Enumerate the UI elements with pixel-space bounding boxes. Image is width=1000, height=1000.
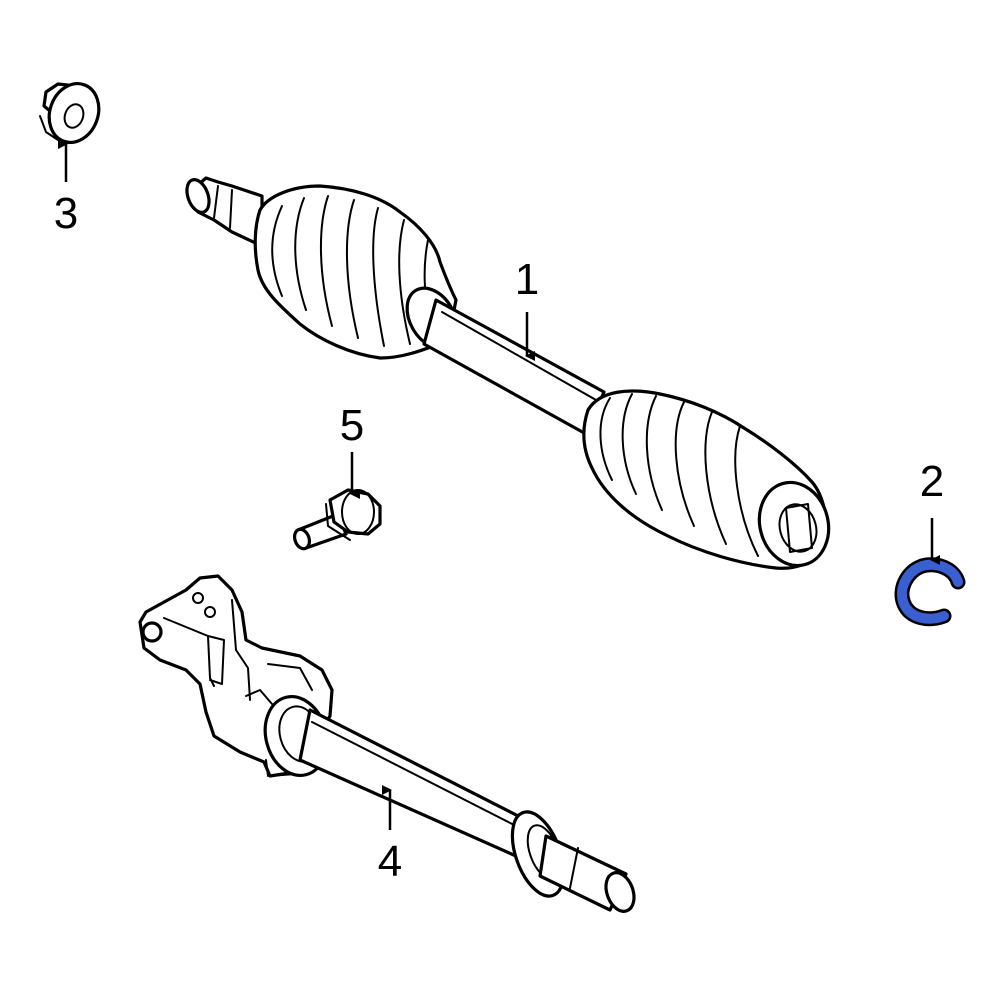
- flange-nut-part-3[interactable]: [39, 77, 107, 150]
- callout-1: 1: [515, 255, 539, 361]
- callout-label-1: 1: [515, 255, 539, 304]
- callout-label-3: 3: [54, 189, 78, 238]
- callout-2: 2: [920, 457, 944, 565]
- callout-label-4: 4: [378, 837, 402, 886]
- callout-label-5: 5: [340, 401, 364, 450]
- retaining-clip-part-2[interactable]: [894, 557, 966, 627]
- callout-5: 5: [340, 401, 364, 499]
- bolt-part-5[interactable]: [292, 488, 382, 551]
- intermediate-shaft-part-4[interactable]: [138, 574, 639, 915]
- callout-3: 3: [54, 139, 78, 238]
- axle-shaft-assembly-part-1[interactable]: [183, 176, 838, 574]
- callout-4: 4: [378, 785, 402, 886]
- callout-label-2: 2: [920, 457, 944, 506]
